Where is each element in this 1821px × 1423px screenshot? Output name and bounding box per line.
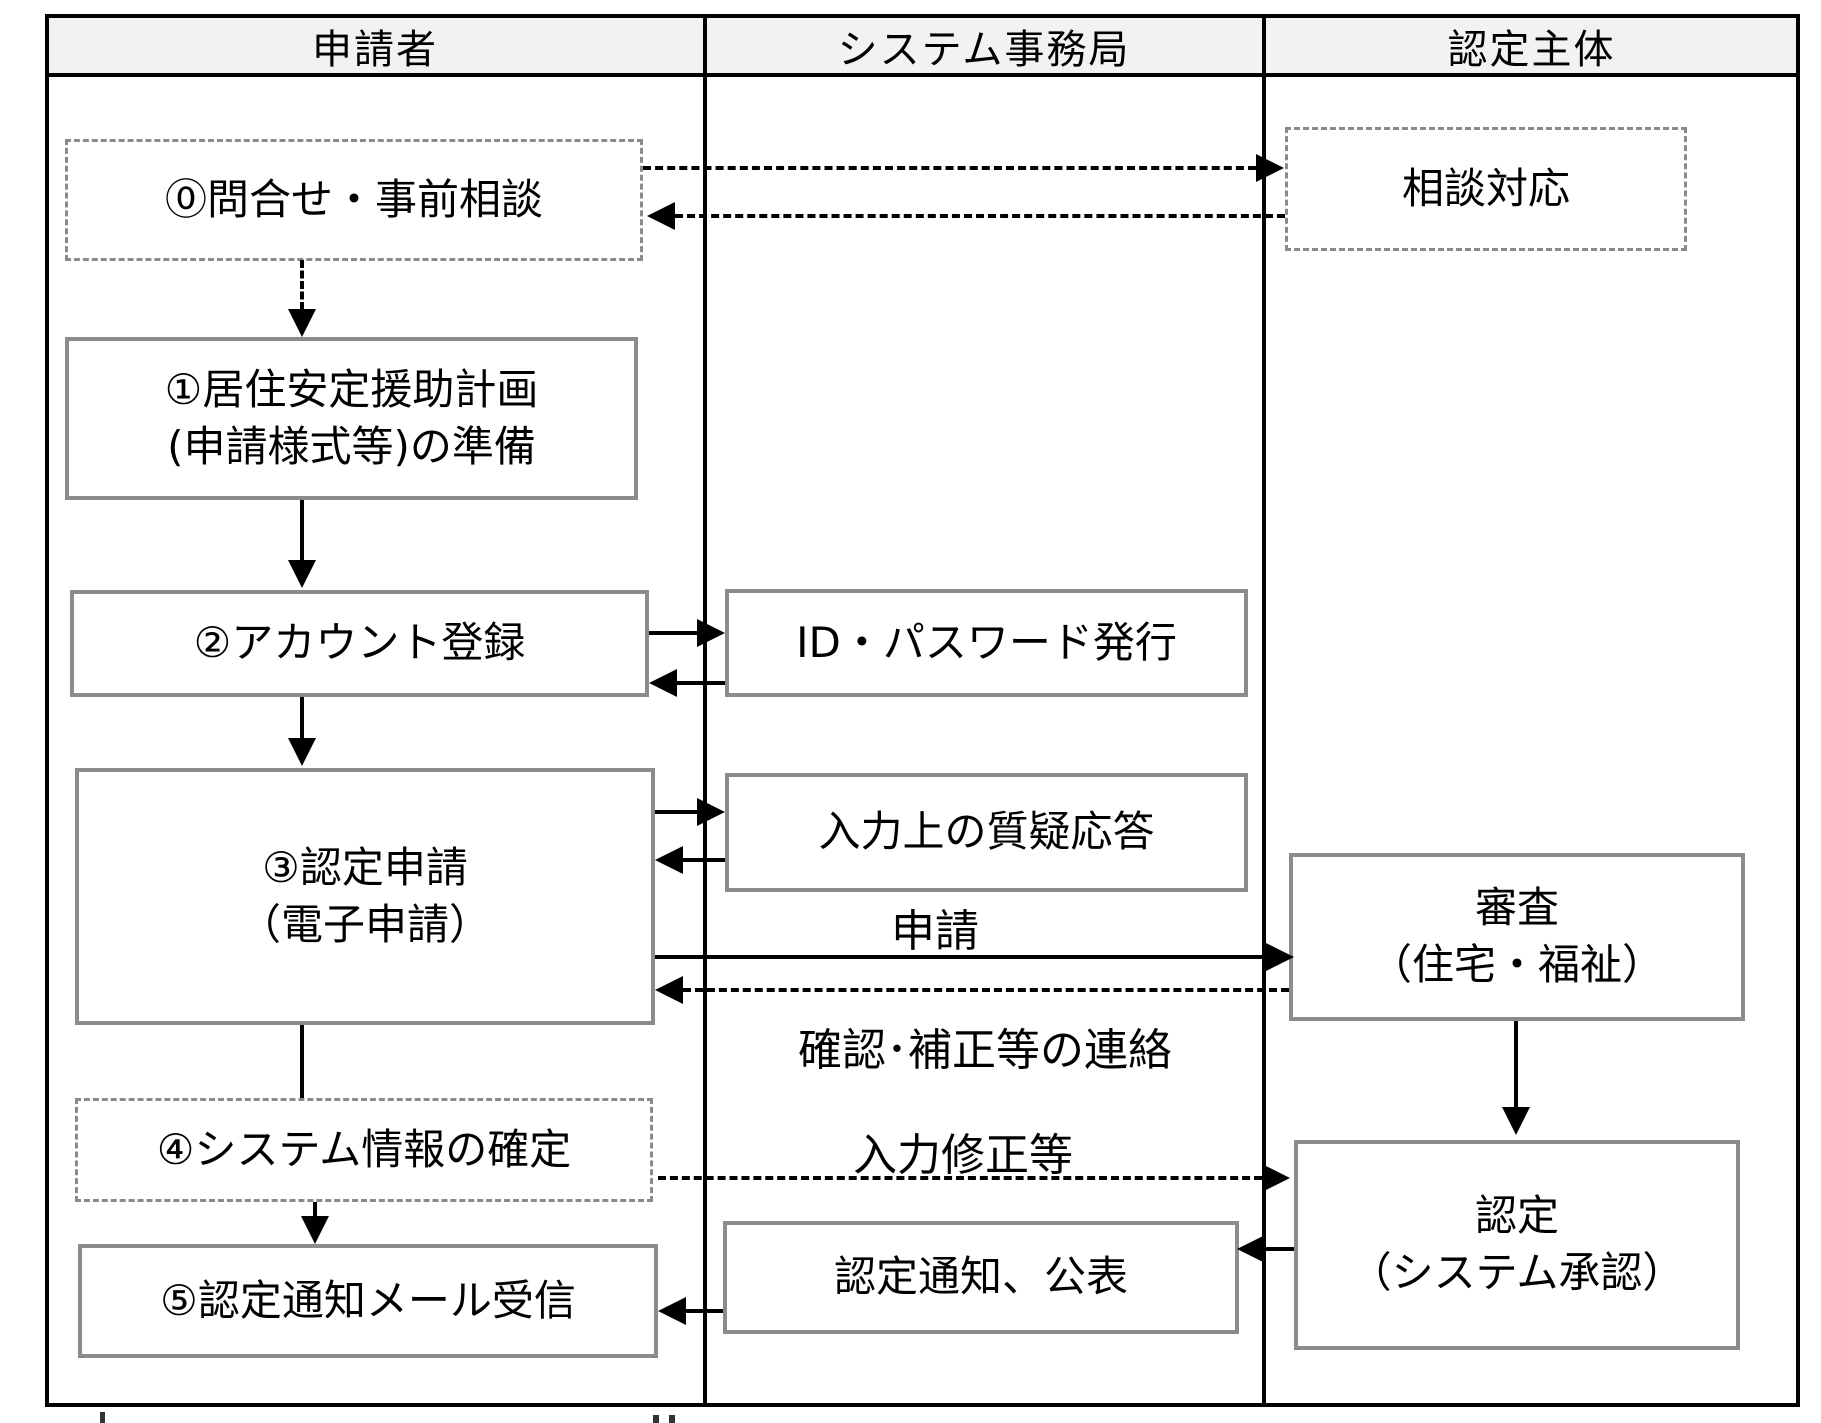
arrow-confirm-head: [655, 976, 683, 1004]
box-step0-inquiry: ⓪問合せ・事前相談: [65, 139, 643, 261]
box-qa-label: 入力上の質疑応答: [818, 807, 1155, 857]
arrow-notice-to-step5-head: [658, 1297, 686, 1325]
arrow-approve-to-notice-shaft: [1265, 1247, 1294, 1251]
box-id-password: ID・パスワード発行: [725, 589, 1248, 697]
header-band: [45, 14, 1800, 77]
box-notice-publish-label: 認定通知、公表: [833, 1252, 1128, 1302]
box-step0-label: ⓪問合せ・事前相談: [164, 174, 543, 224]
arrow-step3-to-qa-shaft: [655, 810, 699, 814]
arrow-step0-step1-head: [288, 309, 316, 337]
lane-header-applicant-label: 申請者: [312, 26, 438, 73]
lane-header-authority: 認定主体: [1263, 14, 1800, 77]
box-review-line1: 審査: [1474, 883, 1559, 933]
arrow-id-to-step2-head: [649, 669, 677, 697]
arrow-consult-to-inquiry-head: [647, 202, 675, 230]
arrow-step4-step5-head: [301, 1216, 329, 1244]
cutoff-text-fragment: [669, 1415, 675, 1423]
arrow-confirm-shaft: [683, 988, 1289, 992]
label-apply-text: 申請: [891, 906, 979, 957]
arrow-step2-step3-shaft: [300, 697, 304, 738]
arrow-input-fix-shaft: [658, 1176, 1262, 1180]
box-approve-line1: 認定: [1474, 1191, 1559, 1241]
arrow-input-fix-head: [1262, 1164, 1290, 1192]
label-input-fix: 入力修正等: [838, 1119, 1088, 1183]
arrow-step2-to-id-head: [697, 619, 725, 647]
arrow-step1-step2-head: [288, 560, 316, 588]
box-notice-publish: 認定通知、公表: [723, 1221, 1239, 1334]
cutoff-text-fragment: [100, 1412, 105, 1423]
arrow-apply-head: [1266, 943, 1294, 971]
arrow-id-to-step2-shaft: [677, 681, 725, 685]
label-input-fix-text: 入力修正等: [853, 1130, 1073, 1181]
cutoff-text-fragment: [653, 1415, 659, 1423]
arrow-qa-to-step3-shaft: [683, 858, 725, 862]
box-step2-label: ②アカウント登録: [193, 618, 526, 668]
arrow-consult-to-inquiry-shaft: [675, 214, 1285, 218]
box-step1-line1: ①居住安定援助計画: [164, 364, 539, 414]
box-step1-line2: (申請様式等)の準備: [167, 421, 536, 471]
box-approve-line2: （システム承認）: [1349, 1248, 1685, 1297]
label-confirm-contact-text: 確認･補正等の連絡: [798, 1025, 1172, 1076]
label-confirm-contact: 確認･補正等の連絡: [770, 1014, 1200, 1078]
arrow-step2-to-id-shaft: [649, 631, 699, 635]
lane-header-office: システム事務局: [705, 14, 1263, 77]
arrow-inquiry-to-consult-shaft: [643, 166, 1256, 170]
arrow-qa-to-step3-head: [655, 846, 683, 874]
box-review: 審査 （住宅・福祉）: [1289, 853, 1745, 1021]
arrow-review-approve-shaft: [1514, 1021, 1518, 1107]
box-step3-line2: （電子申請）: [238, 899, 491, 949]
connector-step3-step4: [300, 1025, 304, 1098]
arrow-step2-step3-head: [288, 738, 316, 766]
arrow-step3-to-qa-head: [697, 798, 725, 826]
lane-header-applicant: 申請者: [45, 14, 705, 77]
box-consult-response: 相談対応: [1285, 127, 1687, 251]
box-step3-line1: ③認定申請: [262, 842, 468, 892]
box-id-password-label: ID・パスワード発行: [796, 617, 1177, 667]
box-step3-application: ③認定申請 （電子申請）: [75, 768, 655, 1025]
arrow-inquiry-to-consult-head: [1256, 154, 1284, 182]
box-review-line2: （住宅・福祉）: [1369, 940, 1664, 989]
box-step1-plan: ①居住安定援助計画 (申請様式等)の準備: [65, 337, 638, 500]
arrow-step4-step5-shaft: [313, 1202, 317, 1218]
arrow-notice-to-step5-shaft: [686, 1309, 723, 1313]
arrow-approve-to-notice-head: [1237, 1235, 1265, 1263]
arrow-step1-step2-shaft: [300, 500, 304, 560]
arrow-apply-shaft: [655, 955, 1266, 959]
box-step5-label: ⑤認定通知メール受信: [160, 1275, 576, 1325]
label-apply: 申請: [775, 895, 1095, 959]
arrow-step0-step1-shaft: [300, 260, 304, 310]
lane-divider-1: [703, 14, 707, 1407]
box-approve: 認定 （システム承認）: [1294, 1140, 1740, 1350]
lane-divider-2: [1262, 14, 1266, 1407]
box-step4-label: ④システム情報の確定: [156, 1124, 572, 1174]
lane-header-office-label: システム事務局: [837, 26, 1131, 73]
lane-header-authority-label: 認定主体: [1447, 26, 1616, 73]
box-step4-confirm-info: ④システム情報の確定: [75, 1098, 653, 1202]
box-step5-mail: ⑤認定通知メール受信: [78, 1244, 658, 1358]
arrow-review-approve-head: [1502, 1107, 1530, 1135]
box-qa: 入力上の質疑応答: [725, 773, 1248, 892]
box-step2-account: ②アカウント登録: [70, 590, 649, 697]
box-consult-response-label: 相談対応: [1401, 163, 1570, 213]
